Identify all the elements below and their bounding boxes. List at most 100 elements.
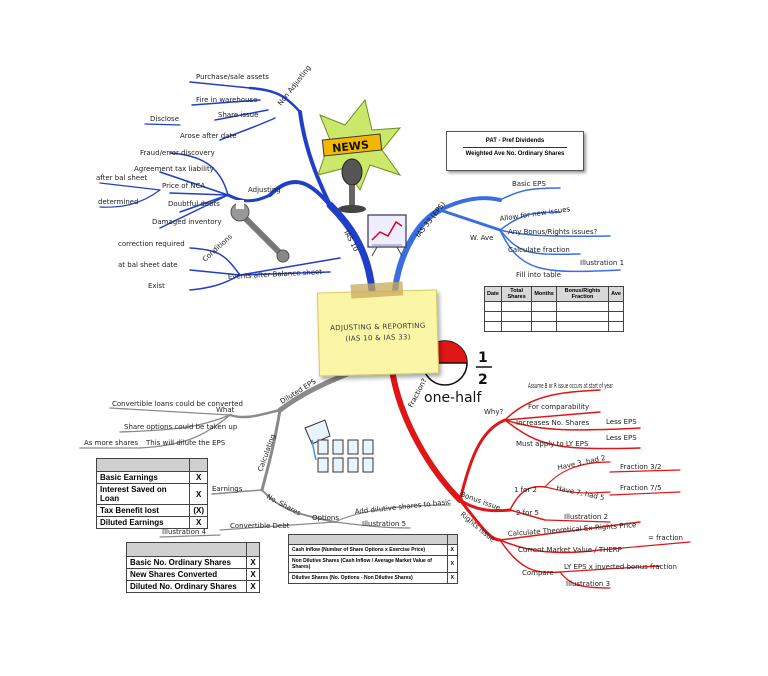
earnings-row-2-val: (X) <box>189 504 208 517</box>
bonus-opt-1: 1 for 2 <box>514 486 537 494</box>
non-adjusting-item-3: Arose after date <box>180 132 237 140</box>
options-header-row <box>288 534 459 545</box>
central-line-1: ADJUSTING & REPORTING <box>330 321 426 333</box>
eps-col-months: Months <box>531 286 557 302</box>
w-ave-illustration: Illustration 1 <box>580 259 624 267</box>
eps-calc-table: Date Total Shares Months Bonus/Rights Fr… <box>484 286 624 332</box>
earnings-label: Earnings <box>212 485 243 493</box>
adjusting-item-4: Damaged inventory <box>152 218 222 226</box>
convertible-debt-title: Convertible Debt <box>230 522 290 530</box>
price-sub-1: determined <box>98 198 139 206</box>
branch-fraction-lines <box>389 367 691 589</box>
table-row: Non Dilutive Shares (Cash Inflow / Avera… <box>288 555 459 573</box>
bonus-have-3: Have 3, had 2 <box>557 454 607 472</box>
eps-formula-numerator: PAT - Pref Dividends <box>485 138 545 144</box>
half-caption: one-half <box>424 390 482 406</box>
table-row: Dilutive Shares (No. Options - Non Dilut… <box>288 572 459 584</box>
eps-col-ave: Ave <box>608 286 624 302</box>
rights-illustration: Illustration 3 <box>566 580 610 588</box>
non-adjusting-disclose: Disclose <box>150 115 179 123</box>
tape <box>350 281 404 299</box>
options-illustration: Illustration 5 <box>362 520 406 528</box>
shares-row-0-label: Basic No. Ordinary Shares <box>126 556 247 569</box>
eps-formula-denominator: Weighted Ave No. Ordinary Shares <box>465 151 565 157</box>
eps-col-date: Date <box>484 286 502 302</box>
table-row: Cash Inflow (Number of Share Options x E… <box>288 544 459 556</box>
non-adjusting-item-1: Fire in warehouse <box>196 96 257 104</box>
what-item-1: Share options could be taken up <box>124 423 238 431</box>
events-after-label: Events after Balance sheet <box>228 268 323 281</box>
why-item-1: For comparability <box>528 403 589 411</box>
non-adjusting-item-2: Share issue <box>218 111 258 119</box>
options-row-2-val: X <box>446 572 459 584</box>
central-line-2: (IAS 10 & IAS 33) <box>345 333 411 343</box>
options-row-1-val: X <box>446 555 459 573</box>
what-item-2: This will dilute the EPS <box>145 439 226 447</box>
adjusting-item-2: Price of NCA <box>162 182 205 190</box>
less-eps-1: Less EPS <box>606 434 637 442</box>
conditions-item-1: at bal sheet date <box>118 261 178 269</box>
news-microphone-icon: NEWS <box>317 98 402 213</box>
adjusting-title: Adjusting <box>248 186 281 194</box>
w-ave-title: W. Ave <box>470 234 493 242</box>
half-numerator: 1 <box>478 350 488 366</box>
eps-col-fraction: Bonus/Rights Fraction <box>555 286 610 302</box>
half-denominator: 2 <box>478 372 488 388</box>
conditions-title: Conditions <box>201 233 234 264</box>
rights-ly-eps: LY EPS x inverted bonus fraction <box>564 563 677 571</box>
eps-formula-bar <box>463 147 567 148</box>
options-row-2-label: Dilutive Shares (No. Options - Non Dilut… <box>288 572 448 584</box>
branch-ias33-lines <box>392 187 621 293</box>
earnings-header-row <box>95 458 208 472</box>
table-row <box>484 311 624 322</box>
non-adjusting-title: Non Adjusting <box>276 64 312 107</box>
label-ias33: IAS 33 (EPS) <box>414 200 447 239</box>
what-title: What <box>216 406 235 414</box>
central-topic-text: ADJUSTING & REPORTING (IAS 10 & IAS 33) <box>330 321 426 345</box>
what-sub: As more shares <box>84 439 138 447</box>
shares-row-2-val: X <box>245 580 261 593</box>
earnings-row-1-label: Interest Saved on Loan <box>95 483 191 505</box>
bonus-illustration: Illustration 2 <box>564 513 608 521</box>
conditions-item-0: correction required <box>118 240 185 248</box>
earnings-row-1-val: X <box>189 483 208 505</box>
eps-calc-header-row: Date Total Shares Months Bonus/Rights Fr… <box>484 286 624 302</box>
rights-item-0: Calculate Theoretical Ex-Rights Price <box>508 521 637 538</box>
adjusting-item-3: Doubtful debts <box>168 200 220 208</box>
options-row-0-label: Cash Inflow (Number of Share Options x E… <box>288 544 448 556</box>
branch-ias10-lines <box>99 81 376 294</box>
non-adjusting-item-0: Purchase/sale assets <box>196 73 269 81</box>
options-row-1-label: Non Dilutive Shares (Cash Inflow / Avera… <box>288 555 448 573</box>
w-ave-item-3: Fill into table <box>516 271 561 279</box>
w-ave-item-2: Calculate fraction <box>508 246 570 254</box>
table-row <box>484 321 624 332</box>
w-ave-item-1: Any Bonus/Rights issues? <box>508 228 597 236</box>
earnings-row-0-val: X <box>189 471 208 484</box>
wrench-icon <box>230 200 290 263</box>
shares-row-1-val: X <box>245 568 261 581</box>
options-add: Add dilutive shares to basic <box>354 498 451 516</box>
earnings-row-2-label: Tax Benefit lost <box>95 504 191 517</box>
convertible-illustration: Illustration 4 <box>162 528 207 536</box>
rights-item-1: Current Market Value / THERP <box>518 546 622 554</box>
w-ave-item-0: Allow for new issues <box>499 205 571 223</box>
bonus-have-7: Have 7, had 5 <box>556 484 606 502</box>
bonus-opt-2: 2 for 5 <box>516 509 539 517</box>
eps-col-total: Total Shares <box>500 286 533 302</box>
why-item-0: Assume B or R issue occurs at start of y… <box>528 382 613 390</box>
adjusting-item-1: Agreement tax liability <box>134 165 214 173</box>
eps-formula-box: PAT - Pref Dividends Weighted Ave No. Or… <box>446 131 584 171</box>
basic-eps-label: Basic EPS <box>512 180 546 188</box>
why-title: Why? <box>484 408 504 416</box>
conditions-item-2: Exist <box>148 282 165 290</box>
presentation-board-icon <box>367 214 407 257</box>
shares-header-row <box>126 542 261 557</box>
